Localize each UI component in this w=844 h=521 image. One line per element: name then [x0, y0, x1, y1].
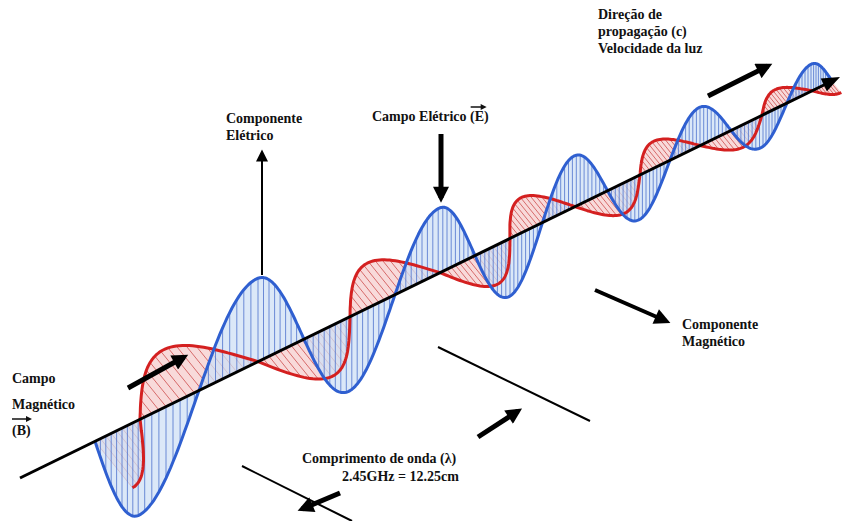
vector-arrowhead — [26, 416, 32, 422]
magnetic-wave — [133, 87, 842, 488]
leader-arrow — [261, 153, 263, 275]
wavelength-arrow — [302, 493, 340, 509]
axis-arrowhead — [821, 77, 840, 91]
electric-wave — [95, 63, 832, 516]
wavelength-guide — [438, 347, 590, 421]
electric-component-label: Componente Elétrico — [226, 110, 316, 144]
magnetic-component-label: Componente Magnético — [682, 316, 782, 350]
magnetic-fill — [95, 81, 841, 488]
leader-arrow — [708, 66, 768, 96]
electric-fill — [95, 63, 832, 516]
leader-arrow — [595, 290, 666, 321]
vector-arrowhead — [481, 104, 487, 110]
wavelength-arrow — [478, 411, 518, 437]
electric-hatch — [95, 63, 830, 516]
leader-arrow — [128, 357, 184, 388]
propagation-label: Direção de propagação (c) Velocidade da … — [598, 6, 710, 57]
magnetic-hatch — [95, 82, 840, 488]
frequency-label: 2.45GHz = 12.25cm — [342, 468, 459, 485]
vector-arrow — [12, 418, 28, 420]
wavelength-guide — [242, 466, 352, 521]
electric-field-label: Campo Elétrico (E) — [372, 108, 489, 125]
wavelength-label: Comprimento de onda (λ) — [302, 450, 456, 467]
magnetic-field-label: Campo Magnético (B) — [12, 366, 90, 444]
propagation-axis — [20, 84, 826, 478]
leader-arrow — [439, 134, 444, 198]
